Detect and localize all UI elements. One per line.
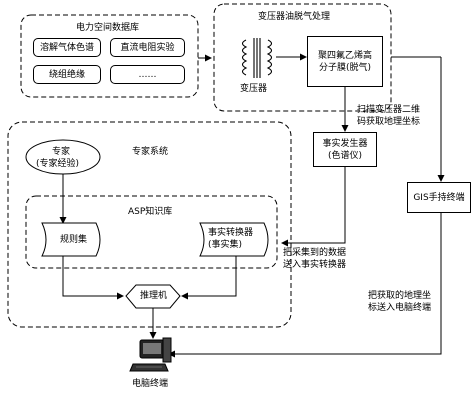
scan-note-line-2: 码获取地理坐标 [357, 117, 421, 127]
rule-set-shape [41, 222, 101, 257]
expert-system-group [7, 121, 292, 328]
db-item-more: …… [110, 65, 185, 84]
coord-note-line-2: 标送入电脑终端 [368, 303, 432, 313]
fact-converter-shape [199, 222, 269, 257]
inference-engine-shape [125, 284, 181, 309]
expert-system-title: 专家系统 [132, 147, 169, 157]
computer-label: 电脑终端 [132, 379, 169, 389]
db-item-label: …… [138, 69, 157, 80]
asp-knowledge-group [25, 195, 278, 269]
expert-label-1: 专家 [52, 147, 71, 157]
computer-icon [129, 337, 172, 372]
membrane-line-2: 分子膜(脱气) [318, 62, 372, 73]
db-item-dissolved-gas: 溶解气体色谱 [33, 38, 101, 57]
ptfe-membrane-box: 聚四氟乙烯高 分子膜(脱气) [307, 36, 383, 87]
membrane-line-1: 聚四氟乙烯高 [317, 50, 372, 61]
transformer-icon [241, 38, 273, 78]
db-item-dc-resistance: 直流电阻实验 [110, 38, 185, 57]
fact-converter-line-1: 事实转换器 [208, 228, 254, 238]
inference-engine-label: 推理机 [140, 291, 168, 301]
fact-generator-line-1: 事实发生器 [322, 138, 368, 149]
fact-converter-line-2: (事实集) [208, 240, 243, 250]
db-item-label: 绕组绝缘 [48, 69, 85, 80]
fact-generator-box: 事实发生器 (色谱仪) [313, 132, 377, 167]
expert-oval [25, 139, 101, 175]
expert-label-2: (专家经验) [36, 159, 80, 169]
coord-note-line-1: 把获取的地理坐 [368, 291, 432, 301]
collect-note-line-2: 送入事实转换器 [283, 260, 347, 270]
gis-terminal-box: GIS手持终端 [407, 182, 471, 213]
database-group [20, 14, 199, 98]
oil-degas-title: 变压器油脱气处理 [258, 12, 331, 22]
db-item-label: 溶解气体色谱 [39, 42, 94, 53]
transformer-label: 变压器 [240, 84, 268, 94]
gis-terminal-label: GIS手持终端 [413, 192, 465, 203]
fact-generator-line-2: (色谱仪) [327, 150, 363, 161]
database-title: 电力空间数据库 [76, 23, 140, 33]
rule-set-label: 规则集 [60, 235, 88, 245]
scan-note-line-1: 扫描变压器二维 [357, 105, 421, 115]
db-item-label: 直流电阻实验 [120, 42, 175, 53]
db-item-winding-insulation: 绕组绝缘 [33, 65, 101, 84]
asp-knowledge-title: ASP知识库 [128, 207, 173, 217]
collect-note-line-1: 把采集到的数据 [283, 248, 347, 258]
